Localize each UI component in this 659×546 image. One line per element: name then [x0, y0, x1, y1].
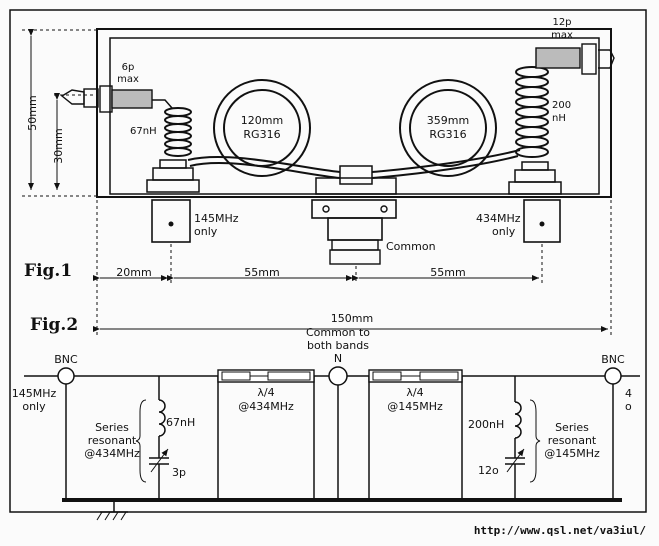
line-left-type: λ/4 [257, 386, 274, 399]
left-series-lc [149, 376, 169, 500]
source-url: http://www.qsl.net/va3iul/ [474, 524, 647, 537]
right-lc-brace [529, 399, 541, 483]
dim-label-150mm: 150mm [331, 312, 373, 325]
dim-label-55mm-b: 55mm [430, 266, 465, 279]
common-n-port [328, 366, 348, 386]
right-series-3: @145MHz [544, 447, 600, 460]
enclosure-outer [96, 28, 612, 198]
coax-left-type: RG316 [243, 128, 280, 141]
dim-label-55mm-a: 55mm [244, 266, 279, 279]
inner-dimension-label: 30mm [52, 128, 65, 163]
common-label-1: Common to [306, 326, 370, 339]
bnc-left-label: BNC [54, 353, 78, 366]
right-capacitor-terminal [598, 49, 615, 69]
left-series-1: Series [95, 421, 129, 434]
right-cap-max: max [551, 30, 573, 41]
bnc-left-only: only [22, 400, 46, 413]
left-lc-capacitor: 3p [172, 466, 186, 479]
common-label-2: both bands [307, 339, 369, 352]
line-right-type: λ/4 [406, 386, 423, 399]
left-conn-label-1: 145MHz [194, 212, 239, 225]
dim-label-20mm: 20mm [116, 266, 151, 279]
bnc-right-connector [604, 367, 622, 385]
common-connector-label: Common [386, 240, 436, 253]
left-trimmer-capacitor [111, 89, 153, 109]
coax-left-length: 120mm [241, 114, 283, 127]
left-cap-max: max [117, 74, 139, 85]
left-series-3: @434MHz [84, 447, 140, 460]
ground-symbol [96, 500, 128, 521]
right-cap-value: 12p [552, 17, 571, 28]
coax-right-length: 359mm [427, 114, 469, 127]
left-series-2: resonant [88, 434, 137, 447]
left-bnc-connector [146, 159, 200, 243]
fig2-title: Fig.2 [30, 315, 78, 335]
fig1-title: Fig.1 [24, 261, 72, 281]
right-series-2: resonant [548, 434, 597, 447]
fig1-drawing: 50mm 30mm 6p max 67nH 145MHz [22, 17, 615, 336]
right-bnc-connector [508, 161, 562, 243]
outer-frame [9, 9, 647, 513]
right-inductor-coil [515, 66, 549, 158]
coax-right-type: RG316 [429, 128, 466, 141]
bnc-right-label: BNC [601, 353, 625, 366]
common-n-connector [311, 165, 397, 265]
right-inductor-unit: nH [552, 113, 566, 124]
bnc-left-connector [57, 367, 75, 385]
right-trimmer-capacitor [535, 47, 581, 69]
quarter-wave-line-434 [217, 369, 315, 500]
left-conn-label-2: only [194, 225, 218, 238]
quarter-wave-line-145 [368, 369, 463, 500]
left-inductor-coil [164, 107, 192, 157]
height-dimension-label: 50mm [26, 95, 39, 130]
left-lc-inductor: 67nH [166, 416, 195, 429]
right-conn-label-2: only [492, 225, 516, 238]
fig2-schematic: Fig.2 BNC 145MHz only 67 [12, 315, 640, 521]
right-conn-label-1: 434MHz [476, 212, 521, 225]
line-right-freq: @145MHz [387, 400, 443, 413]
left-cap-value: 6p [122, 62, 135, 73]
right-inductor-value: 200 [552, 100, 571, 111]
right-series-lc [505, 376, 525, 500]
right-lc-capacitor: 12o [478, 464, 499, 477]
bnc-left-freq: 145MHz [12, 387, 57, 400]
bnc-right-freq: 4 [625, 387, 632, 400]
right-series-1: Series [555, 421, 589, 434]
line-left-freq: @434MHz [238, 400, 294, 413]
bnc-right-only: o [625, 400, 632, 413]
left-inductor-value: 67nH [130, 126, 157, 137]
left-capacitor-terminal [60, 89, 85, 105]
coax-coil-right [399, 79, 497, 177]
right-lc-inductor: 200nH [468, 418, 504, 431]
left-lc-brace [135, 399, 147, 483]
common-label-n: N [334, 352, 342, 365]
